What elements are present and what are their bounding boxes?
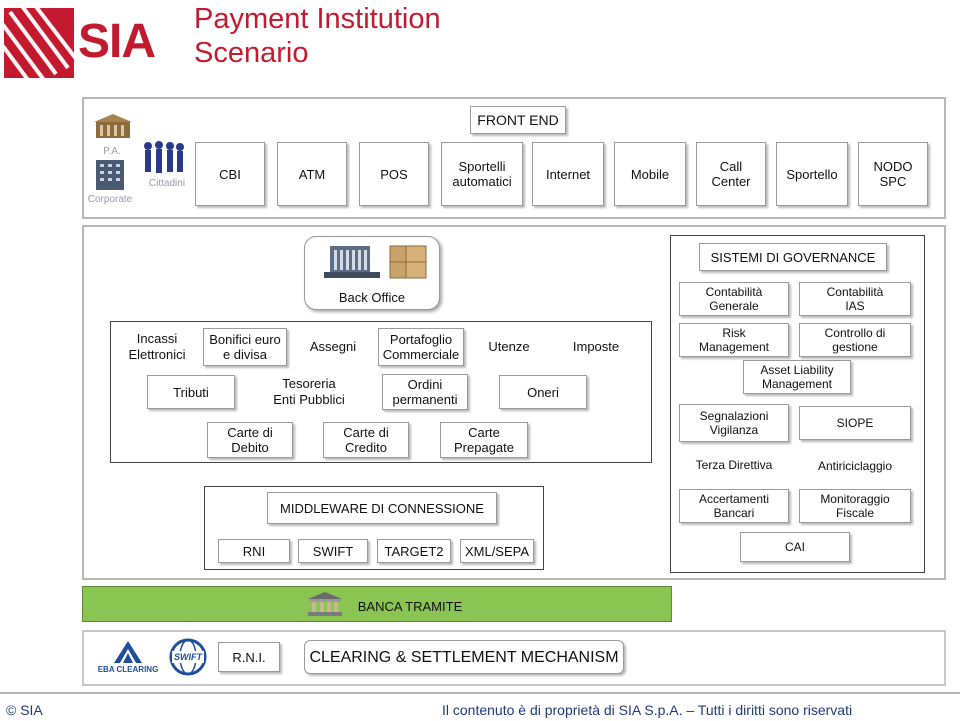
cittadini-icon xyxy=(144,141,184,173)
gov-contabilita-ias: Contabilità IAS xyxy=(799,282,911,316)
channel-internet: Internet xyxy=(532,142,604,206)
corporate-label: Corporate xyxy=(87,193,133,205)
office-building-icon xyxy=(324,246,380,278)
service-assegni: Assegni xyxy=(309,339,357,354)
gov-risk-management: Risk Management xyxy=(679,323,789,357)
front-end-title: FRONT END xyxy=(470,106,566,134)
service-tributi: Tributi xyxy=(147,375,235,409)
gov-antiriciclaggio: Antiriciclaggio xyxy=(817,458,893,473)
rni-box: R.N.I. xyxy=(218,642,280,672)
page-title: Payment Institution Scenario xyxy=(194,3,441,69)
sia-logo: SIA xyxy=(4,8,172,82)
service-bonifici: Bonifici euro e divisa xyxy=(203,328,287,366)
banca-tramite-label: BANCA TRAMITE xyxy=(357,599,463,614)
swift-logo-text: SWIFT xyxy=(172,651,204,663)
logo-wordmark: SIA xyxy=(78,15,156,68)
gov-contabilita-generale: Contabilità Generale xyxy=(679,282,789,316)
gov-terza-direttiva: Terza Direttiva xyxy=(695,457,773,472)
service-portafoglio-commerciale: Portafoglio Commerciale xyxy=(378,328,464,366)
pa-building-icon xyxy=(94,114,132,138)
bank-icon xyxy=(308,592,342,616)
service-carte-di-debito: Carte di Debito xyxy=(207,422,293,458)
channel-pos: POS xyxy=(359,142,429,206)
gov-controllo-di-gestione: Controllo di gestione xyxy=(799,323,911,357)
middleware-title: MIDDLEWARE DI CONNESSIONE xyxy=(267,492,497,524)
footer-copyright: © SIA xyxy=(6,702,43,718)
footer-rights: Il contenuto è di proprietà di SIA S.p.A… xyxy=(442,702,853,718)
service-carte-di-credito: Carte di Credito xyxy=(323,422,409,458)
channel-sportelli-automatici: Sportelli automatici xyxy=(441,142,523,206)
cittadini-label: Cittadini xyxy=(148,177,186,189)
service-incassi-elettronici: Incassi Elettronici xyxy=(128,331,186,362)
service-ordini-permanenti: Ordini permanenti xyxy=(382,374,468,410)
gov-cai: CAI xyxy=(740,532,850,562)
middleware-rni: RNI xyxy=(218,539,290,563)
service-imposte: Imposte xyxy=(572,339,620,354)
service-utenze: Utenze xyxy=(488,339,530,354)
eba-clearing-logo xyxy=(114,641,142,663)
middleware-target2: TARGET2 xyxy=(377,539,451,563)
middleware-xml-sepa: XML/SEPA xyxy=(460,539,534,563)
gov-monitoraggio-fiscale: Monitoraggio Fiscale xyxy=(799,489,911,523)
gov-accertamenti-bancari: Accertamenti Bancari xyxy=(679,489,789,523)
channel-mobile: Mobile xyxy=(614,142,686,206)
gov-siope: SIOPE xyxy=(799,406,911,440)
channel-cbi: CBI xyxy=(195,142,265,206)
pa-label: P.A. xyxy=(103,145,121,157)
service-oneri: Oneri xyxy=(499,375,587,409)
channel-call-center: Call Center xyxy=(696,142,766,206)
governance-title: SISTEMI DI GOVERNANCE xyxy=(699,243,887,271)
archive-boxes-icon xyxy=(389,245,427,279)
service-carte-prepagate: Carte Prepagate xyxy=(440,422,528,458)
service-tesoreria-enti-pubblici: Tesoreria Enti Pubblici xyxy=(273,376,345,407)
gov-asset-liability-management: Asset Liability Management xyxy=(743,360,851,394)
corporate-building-icon xyxy=(96,160,124,190)
channel-sportello: Sportello xyxy=(776,142,848,206)
middleware-swift: SWIFT xyxy=(298,539,368,563)
footer-divider xyxy=(0,692,960,694)
channel-atm: ATM xyxy=(277,142,347,206)
gov-segnalazioni-vigilanza: Segnalazioni Vigilanza xyxy=(679,404,789,442)
sia-logo-mark xyxy=(4,8,74,82)
eba-clearing-label: EBA CLEARING xyxy=(97,665,159,674)
channel-nodo-spc: NODO SPC xyxy=(858,142,928,206)
clearing-settlement-title: CLEARING & SETTLEMENT MECHANISM xyxy=(304,640,624,674)
back-office-label: Back Office xyxy=(338,290,406,305)
banca-tramite-bar xyxy=(82,586,672,622)
